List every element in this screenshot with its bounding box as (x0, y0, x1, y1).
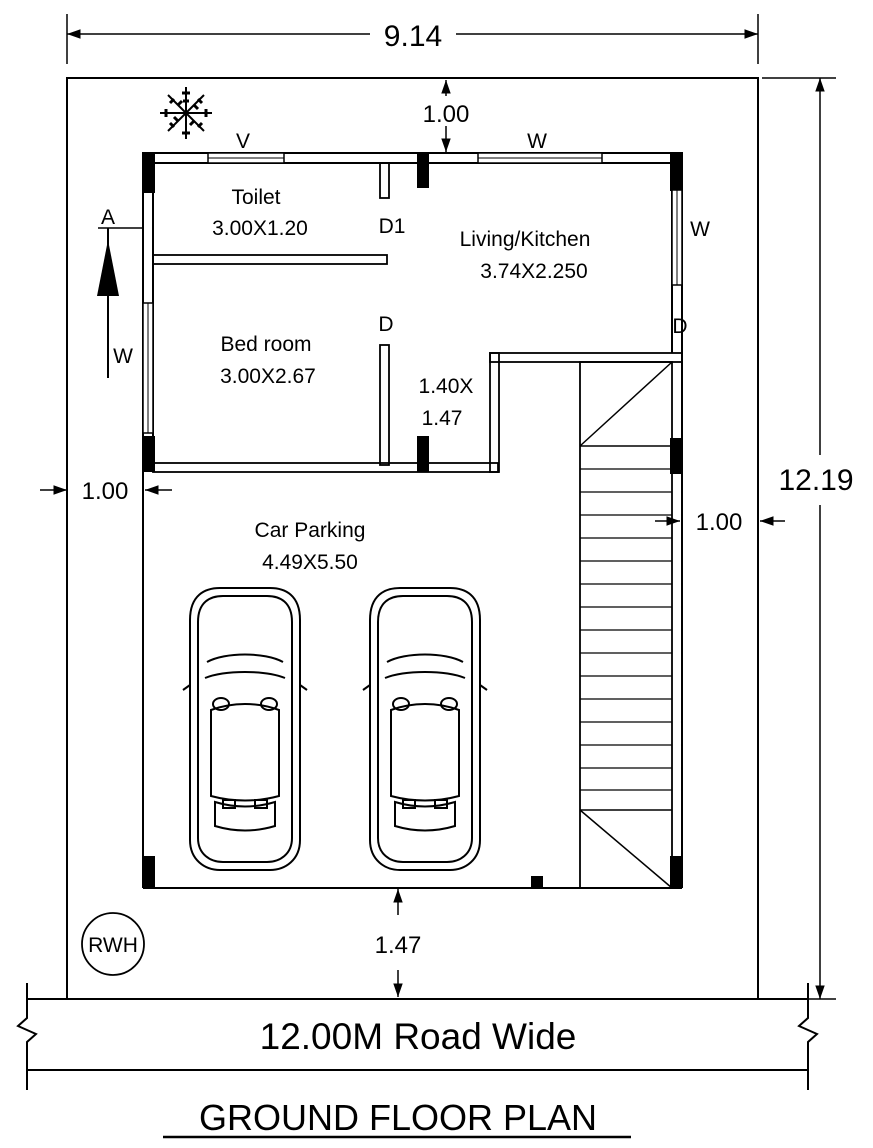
toilet-size: 3.00X1.20 (212, 217, 308, 240)
door-toilet-label: D1 (379, 215, 406, 238)
right-setback-dimension: 1.00 (655, 509, 785, 536)
overall-depth-dimension: 12.19 (762, 77, 854, 1000)
car-left-icon (182, 587, 308, 871)
window-top-label: W (527, 130, 547, 153)
door-living-label: D (672, 315, 687, 338)
section-marker: A (97, 206, 143, 378)
window-ventilator (207, 152, 285, 164)
right-setback-label: 1.00 (696, 509, 743, 536)
window-left (142, 302, 154, 434)
plan-title: GROUND FLOOR PLAN (199, 1097, 597, 1138)
overall-width-label: 9.14 (384, 20, 442, 53)
ventilator-label: V (236, 130, 250, 153)
car-right-icon (362, 587, 488, 871)
door-bedroom-label: D (378, 313, 393, 336)
bedroom-name: Bed room (220, 333, 311, 356)
rwh-label: RWH (88, 934, 138, 957)
parking-name: Car Parking (255, 519, 366, 542)
window-right (671, 189, 683, 286)
front-setback-label: 1.47 (375, 932, 422, 959)
left-setback-dimension: 1.00 (40, 478, 172, 505)
road-label: 12.00M Road Wide (260, 1016, 577, 1057)
rwh-symbol: RWH (81, 912, 145, 976)
columns (143, 153, 682, 888)
parking-size: 4.49X5.50 (262, 551, 358, 574)
window-top (477, 152, 603, 164)
rear-setback-dimension: 1.00 (423, 80, 470, 152)
staircase (579, 361, 673, 889)
rear-setback-label: 1.00 (423, 101, 470, 128)
overall-width-dimension: 9.14 (66, 14, 759, 64)
road: 12.00M Road Wide (16, 983, 819, 1090)
front-setback-dimension: 1.47 (375, 889, 422, 997)
interior-walls (152, 162, 683, 473)
lobby-size-line1: 1.40X (419, 375, 474, 398)
lobby-size-line2: 1.47 (422, 407, 463, 430)
left-setback-label: 1.00 (82, 478, 129, 505)
living-name: Living/Kitchen (460, 228, 591, 251)
bedroom-size: 3.00X2.67 (220, 365, 316, 388)
window-right-label: W (690, 218, 710, 241)
plant-icon (160, 87, 212, 139)
window-left-label: W (113, 345, 133, 368)
overall-depth-label: 12.19 (778, 464, 853, 497)
toilet-name: Toilet (231, 186, 280, 209)
living-size: 3.74X2.250 (480, 260, 587, 283)
section-marker-label: A (101, 206, 115, 229)
